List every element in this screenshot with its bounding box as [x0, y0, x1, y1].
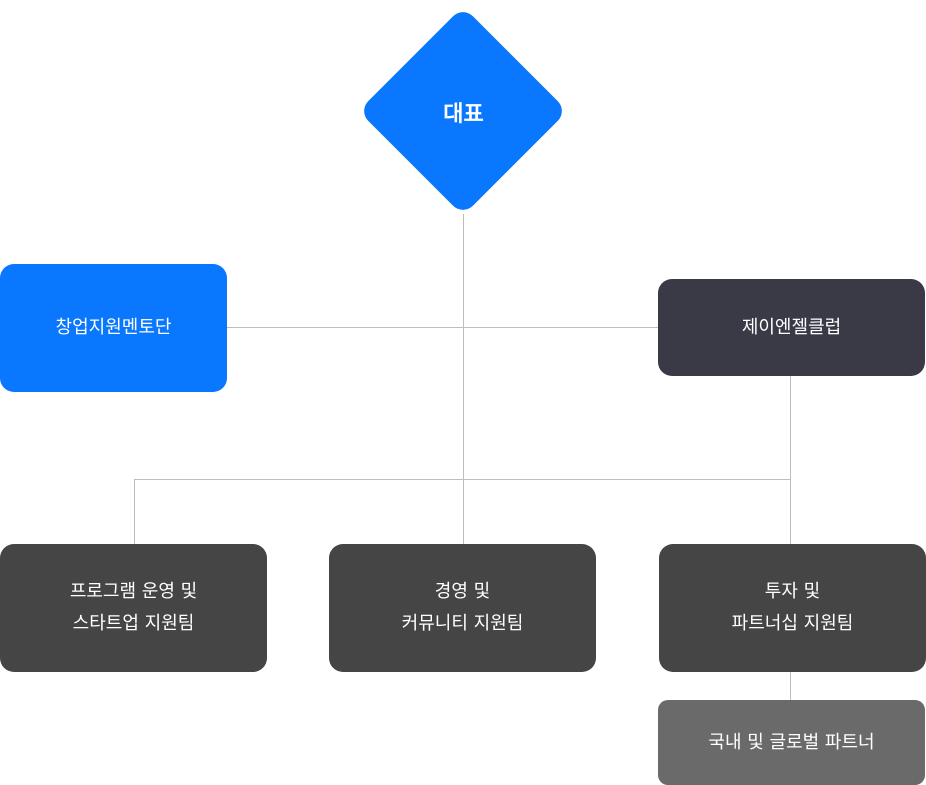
- mentor-group-box: 창업지원멘토단: [0, 264, 227, 392]
- team-box-program: 프로그램 운영 및 스타트업 지원팀: [0, 544, 267, 672]
- partner-label: 국내 및 글로벌 파트너: [708, 731, 875, 753]
- mentor-group-label: 창업지원멘토단: [55, 317, 172, 338]
- team-label-line2: 파트너십 지원팀: [731, 613, 854, 634]
- ceo-label: 대표: [443, 101, 484, 127]
- angel-club-label: 제이엔젤클럽: [741, 316, 842, 338]
- team-label-line1: 투자 및: [764, 581, 821, 602]
- team-box-investment: 투자 및 파트너십 지원팀: [659, 544, 926, 672]
- team-label-line2: 스타트업 지원팀: [72, 613, 195, 634]
- team-label-line1: 프로그램 운영 및: [69, 581, 198, 602]
- partner-box: 국내 및 글로벌 파트너: [658, 700, 925, 785]
- angel-club-box: 제이엔젤클럽: [658, 279, 925, 376]
- team-box-management: 경영 및 커뮤니티 지원팀: [329, 544, 596, 672]
- ceo-node: 대표: [358, 6, 568, 216]
- team-label-line2: 커뮤니티 지원팀: [401, 613, 524, 634]
- team-label-line1: 경영 및: [434, 581, 491, 602]
